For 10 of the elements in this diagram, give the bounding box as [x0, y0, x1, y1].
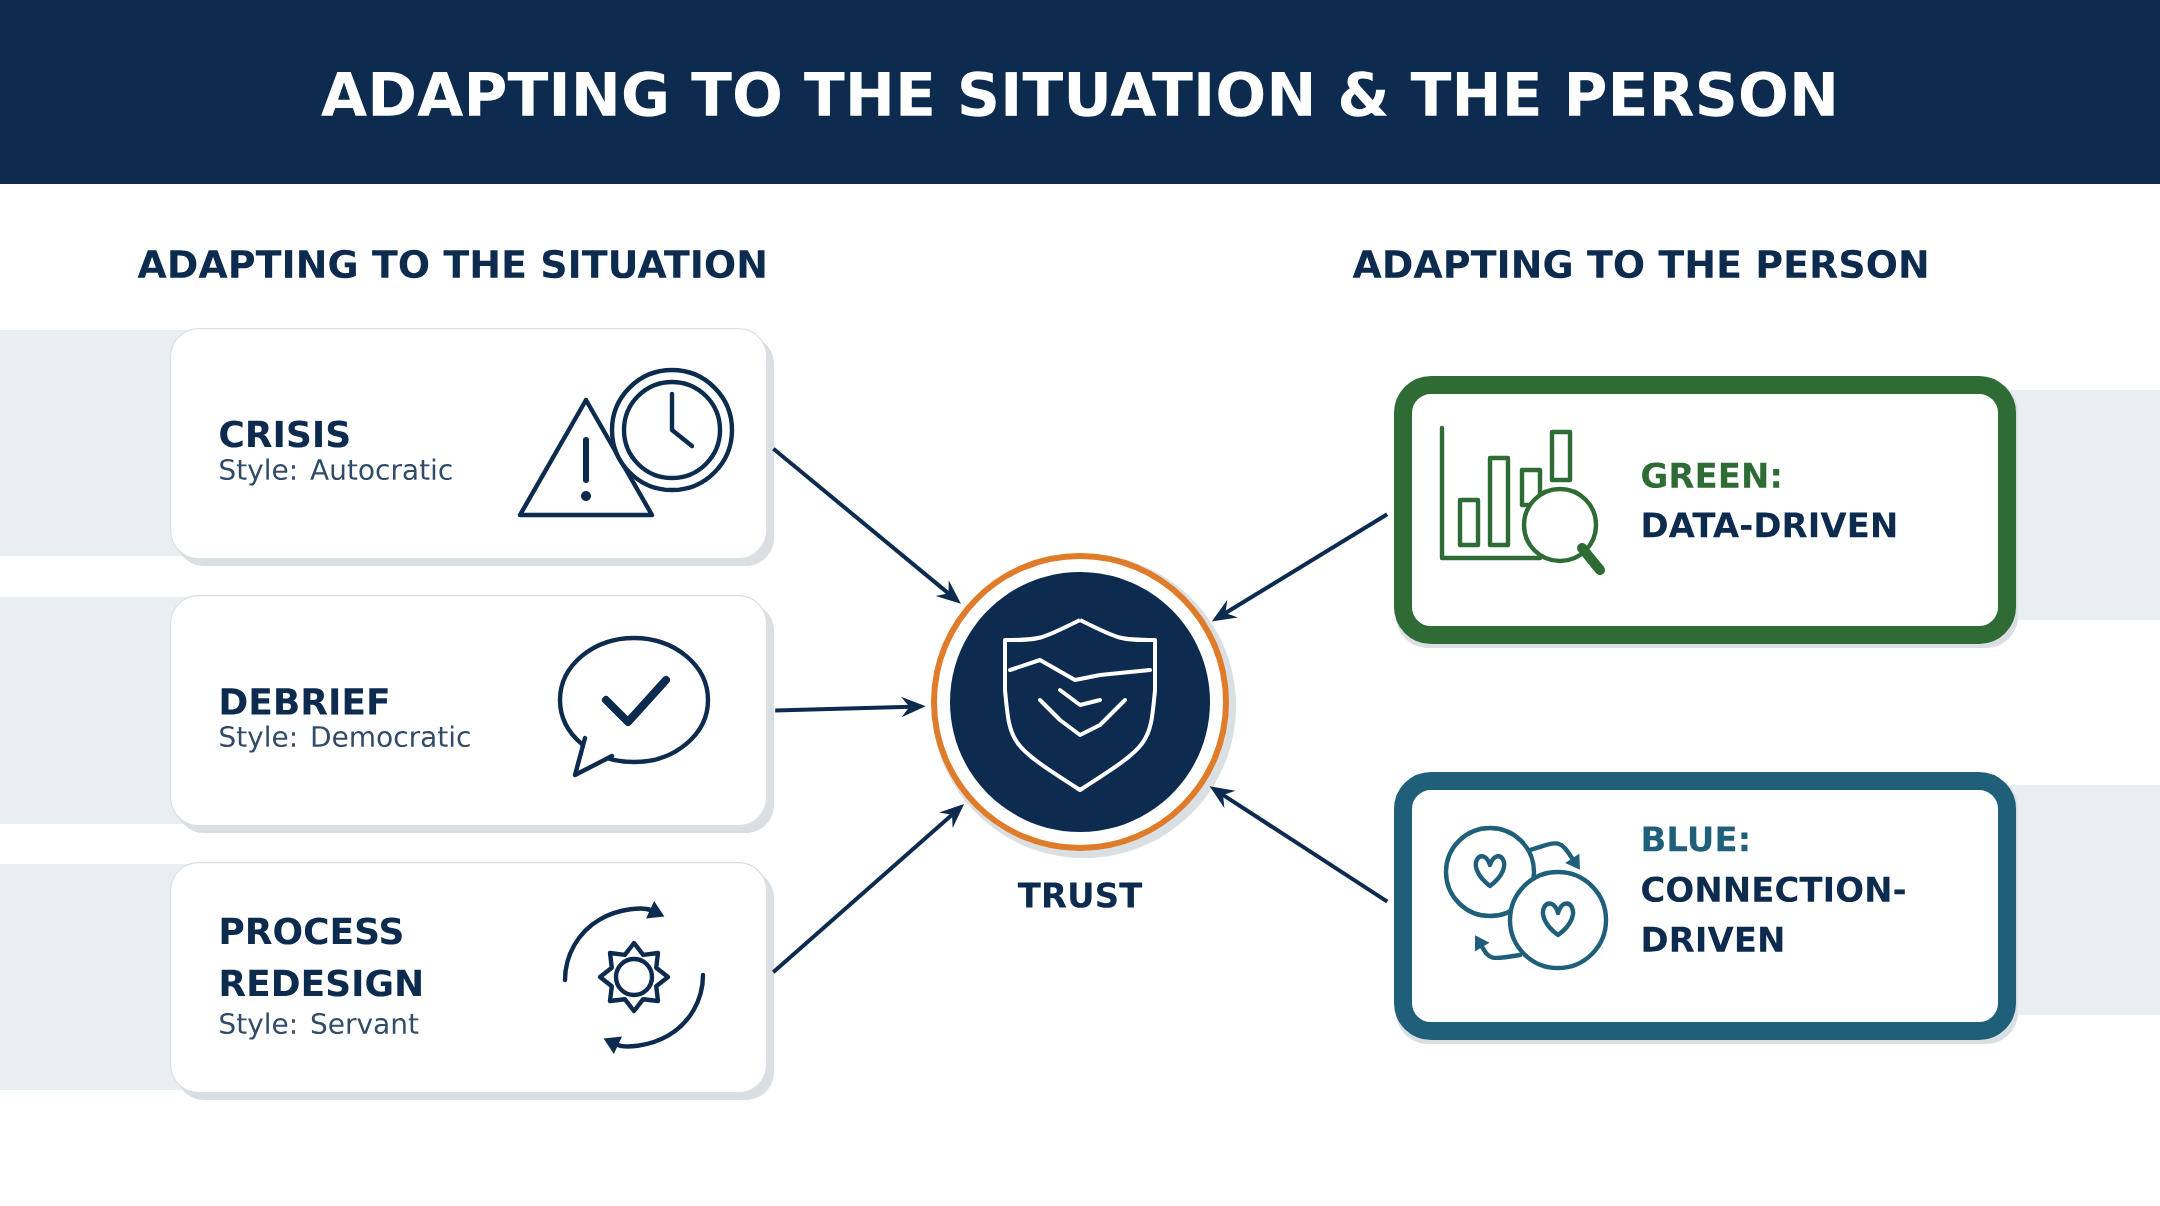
card: CRISIS Style: Autocratic [170, 328, 774, 566]
card: PROCESS REDESIGN Style: Servant [170, 862, 774, 1100]
title-banner: ADAPTING TO THE SITUATION & THE PERSON [0, 0, 2160, 184]
node-label: TRUST [1017, 882, 1143, 908]
section-heading: ADAPTING TO THE PERSON [1352, 249, 1927, 279]
card: BLUE: CONNECTION-DRIVEN [1394, 772, 2018, 1044]
card: GREEN: DATA-DRIVEN [1394, 376, 2018, 648]
trust-badge: TRUST [931, 553, 1236, 908]
card: DEBRIEF Style: Democratic [170, 595, 774, 833]
section-heading: ADAPTING TO THE SITUATION [137, 249, 765, 279]
